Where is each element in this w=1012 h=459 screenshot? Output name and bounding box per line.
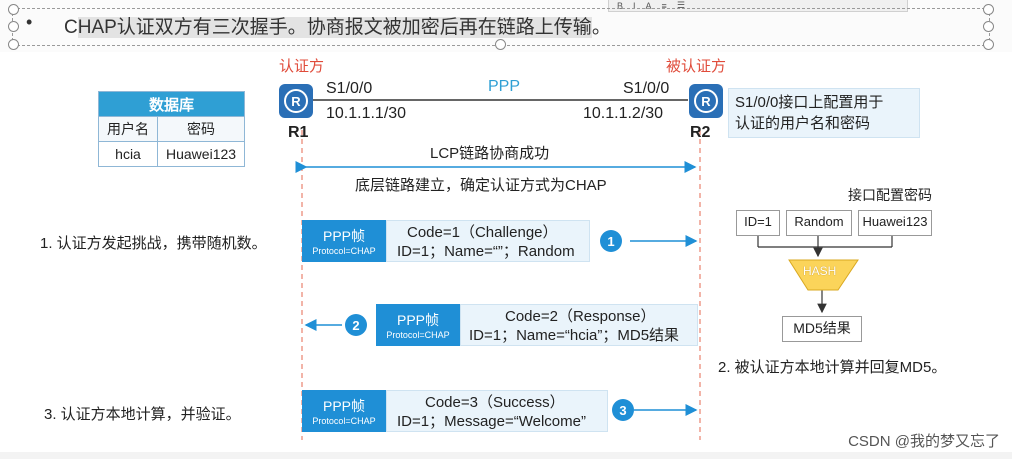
font-color-icon[interactable]: A [645,0,652,11]
resize-handle[interactable] [983,4,994,15]
align-icon[interactable]: ≡ [661,0,667,11]
frame3-ppp-tag: PPP帧 Protocol=CHAP [302,390,386,432]
bottom-strip [0,452,1012,459]
r1-interface: S1/0/0 [326,80,373,97]
step3-badge: 3 [612,399,634,421]
step2-text: 2. 被认证方本地计算并回复MD5。 [718,359,947,376]
frame-label: PPP帧 [396,312,439,328]
hash-output: MD5结果 [782,316,862,342]
frame-protocol: Protocol=CHAP [312,416,376,426]
format-toolbar[interactable]: B I A ≡ ☰ [608,0,908,12]
frame2-ppp-tag: PPP帧 Protocol=CHAP [376,304,460,346]
resize-handle[interactable] [983,39,994,50]
frame-label: PPP帧 [322,398,365,414]
frame3-message: Code=3（Success） ID=1；Message=“Welcome” [386,390,608,432]
watermark-text: CSDN @我的梦又忘了 [848,433,1000,450]
frame-protocol: Protocol=CHAP [312,246,376,256]
router-r1-icon[interactable]: R [279,84,313,118]
frame3-line2: ID=1；Message=“Welcome” [397,413,586,430]
router-glyph: R [694,89,718,113]
frame-label: PPP帧 [322,228,365,244]
bold-icon[interactable]: B [617,0,624,11]
resize-handle[interactable] [8,21,19,32]
r2-config-note: S1/0/0接口上配置用于 认证的用户名和密码 [728,88,920,138]
bullet-glyph: • [26,12,33,32]
hash-input-id: ID=1 [736,210,780,236]
headline-end: 。 [591,17,611,38]
resize-handle[interactable] [495,39,506,50]
hash-input-password: Huawei123 [858,210,932,236]
r2-note-line2: 认证的用户名和密码 [735,115,871,132]
r1-ip: 10.1.1.1/30 [326,105,407,122]
ppp-link-label: PPP [488,78,521,95]
peer-side-label: 被认证方 [666,58,727,75]
step3-text: 3. 认证方本地计算，并验证。 [44,406,241,423]
database-table: 数据库 用户名 密码 hcia Huawei123 [97,91,246,167]
headline-text[interactable]: CHAP认证双方有三次握手。协商报文被加密后再在链路上传输。 [60,10,615,41]
hash-title: 接口配置密码 [848,187,932,203]
r1-name: R1 [288,124,309,141]
database-title: 数据库 [97,91,246,117]
cell-password: Huawei123 [156,141,246,167]
hash-input-random: Random [786,210,852,236]
hash-function-label: HASH [803,264,837,278]
router-r2-icon[interactable]: R [689,84,723,118]
r2-ip: 10.1.1.2/30 [583,105,664,122]
frame-protocol: Protocol=CHAP [386,330,450,340]
resize-handle[interactable] [8,4,19,15]
frame2-line2: ID=1；Name=“hcia”；MD5结果 [469,327,680,344]
frame1-message: Code=1（Challenge） ID=1；Name=“”；Random [386,220,590,262]
cell-username: hcia [98,141,158,167]
frame2-line1: Code=2（Response） [505,308,656,325]
r2-note-line1: S1/0/0接口上配置用于 [735,94,884,111]
frame1-ppp-tag: PPP帧 Protocol=CHAP [302,220,386,262]
auth-side-label: 认证方 [279,58,325,75]
router-glyph: R [284,89,308,113]
resize-handle[interactable] [8,39,19,50]
lcp-line1: LCP链路协商成功 [430,145,550,162]
frame2-message: Code=2（Response） ID=1；Name=“hcia”；MD5结果 [460,304,698,346]
italic-icon[interactable]: I [633,0,636,11]
step2-badge: 2 [345,314,367,336]
frame1-line2: ID=1；Name=“”；Random [397,243,575,260]
hash-funnel-shape [788,259,859,291]
frame3-line1: Code=3（Success） [425,394,565,411]
step1-badge: 1 [600,230,622,252]
list-icon[interactable]: ☰ [676,0,685,10]
headline-start: C [64,17,78,38]
headline-highlight: HAP认证双方有三次握手。协商报文被加密后再在链路上传输 [77,17,592,38]
step1-text: 1. 认证方发起挑战，携带随机数。 [40,235,267,252]
r2-name: R2 [690,124,711,141]
column-password: 密码 [156,116,246,142]
r2-interface: S1/0/0 [623,80,670,97]
resize-handle[interactable] [983,21,994,32]
lcp-line2: 底层链路建立，确定认证方式为CHAP [355,177,607,194]
frame1-line1: Code=1（Challenge） [407,224,558,241]
column-username: 用户名 [98,116,158,142]
